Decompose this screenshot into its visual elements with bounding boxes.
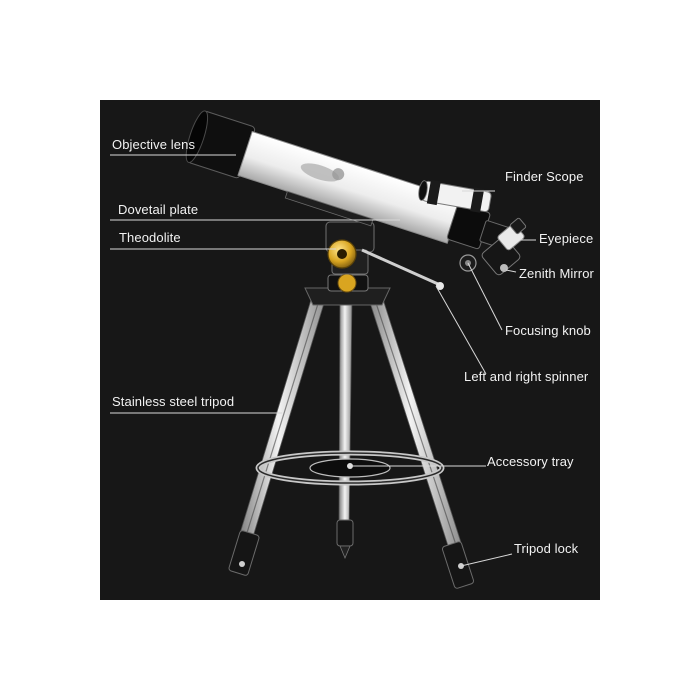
label-finder-scope: Finder Scope (505, 169, 584, 184)
finder-scope (418, 179, 492, 213)
optical-tube (185, 110, 511, 250)
tripod-leg-center (338, 295, 353, 531)
label-focusing-knob: Focusing knob (505, 323, 591, 338)
label-tripod-lock: Tripod lock (514, 541, 579, 556)
leader-tripod-lock (460, 553, 513, 567)
telescope-illustration (110, 110, 536, 589)
tripod-feet (228, 519, 475, 589)
diagram-panel: Objective lens Finder Scope Dovetail pla… (100, 100, 600, 600)
label-zenith-mirror: Zenith Mirror (519, 266, 594, 281)
tripod-legs (237, 289, 465, 553)
label-objective-lens: Objective lens (112, 137, 196, 152)
theodolite-mount (325, 221, 444, 290)
leader-zenith-mirror (505, 269, 517, 273)
leader-focusing-knob (467, 262, 503, 331)
label-accessory-tray: Accessory tray (487, 454, 574, 469)
eyepiece (497, 217, 527, 251)
leader-spinner (435, 285, 487, 375)
label-dovetail-plate: Dovetail plate (118, 202, 199, 217)
leader-lines (110, 154, 536, 567)
label-left-right-spinner: Left and right spinner (464, 369, 589, 384)
label-theodolite: Theodolite (119, 230, 181, 245)
label-eyepiece: Eyepiece (539, 231, 594, 246)
tripod-head (304, 273, 391, 306)
label-stainless-tripod: Stainless steel tripod (112, 394, 235, 409)
accessory-tray (255, 450, 445, 486)
